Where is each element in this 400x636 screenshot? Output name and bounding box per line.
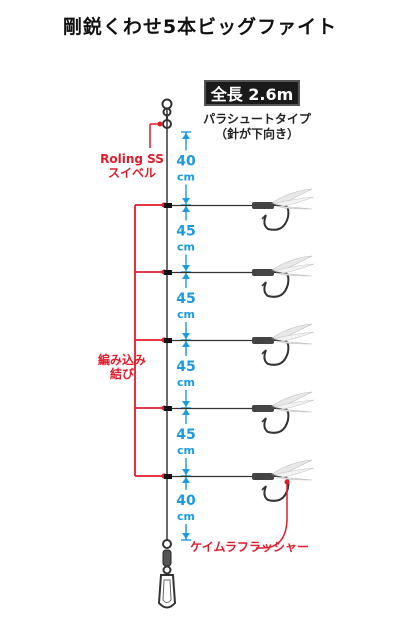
dimension-label-bg — [174, 424, 198, 458]
branch-hook-3 — [164, 323, 315, 366]
knot-label-line-1: 編み込み — [97, 353, 146, 367]
parachute-type-line-2: （針が下向き） — [214, 127, 299, 141]
segment-unit: cm — [177, 171, 195, 184]
flasher — [271, 459, 315, 481]
hook-shank-wrap — [252, 405, 274, 412]
dimension-arrow-down — [182, 401, 190, 407]
dimension-arrow-up — [182, 206, 190, 212]
segment-value: 45 — [176, 291, 195, 307]
segment-unit: cm — [177, 308, 195, 321]
segment-unit: cm — [177, 510, 195, 523]
page-title: 剛鋭くわせ5本ビッグファイト — [62, 16, 338, 38]
dimension-arrow-down — [182, 198, 190, 204]
knot — [164, 474, 172, 479]
dimension-arrow-up — [182, 273, 190, 279]
dimension-arrow-up — [182, 477, 190, 483]
flasher — [271, 188, 315, 210]
dimension-label-bg — [174, 220, 198, 255]
knot — [164, 406, 172, 411]
dimension-arrow-down — [182, 333, 190, 339]
segment-unit: cm — [177, 241, 195, 254]
bottom-swivel-snap — [157, 539, 177, 609]
dimension-arrow-up — [182, 409, 190, 415]
flasher-label: ケイムラフラッシャー — [190, 540, 309, 554]
branch-hook-2 — [164, 255, 315, 298]
hook-shank-wrap — [252, 337, 274, 344]
dimension-label-bg — [174, 288, 198, 322]
flasher — [271, 323, 315, 345]
segment-value: 40 — [176, 493, 196, 509]
branch-group — [164, 188, 315, 502]
dimension-arrow-down — [182, 533, 190, 539]
knot-bracket — [134, 202, 167, 479]
flasher-pointer — [256, 479, 290, 549]
segment-value: 45 — [176, 224, 195, 240]
branch-hook-5 — [164, 459, 315, 502]
flasher — [271, 391, 315, 413]
hook-shank-wrap — [252, 473, 274, 480]
dimension-label-bg — [174, 490, 198, 524]
knot — [164, 203, 172, 208]
swivel-label-line-2: スイベル — [107, 166, 156, 180]
knot — [164, 270, 172, 275]
swivel-label-line-1: Roling SS — [100, 152, 164, 166]
dimension-arrow-down — [182, 265, 190, 271]
flasher — [271, 255, 315, 277]
segment-value: 45 — [176, 427, 195, 443]
dimension-arrow-up — [182, 341, 190, 347]
dimension-arrow-up — [182, 133, 190, 139]
segment-unit: cm — [177, 376, 195, 389]
segment-value: 45 — [176, 359, 195, 375]
knot — [164, 338, 172, 343]
knot-label: 編み込み 結び — [92, 353, 152, 381]
hook-shank-wrap — [252, 202, 274, 209]
swivel-pointer — [149, 121, 163, 148]
parachute-type-line-1: パラシュートタイプ — [203, 112, 311, 126]
dimension-label-bg — [174, 150, 198, 185]
total-length-badge: 全長 2.6m — [204, 80, 300, 106]
segment-unit: cm — [177, 444, 195, 457]
hook-shank-wrap — [252, 269, 274, 276]
branch-hook-4 — [164, 391, 315, 434]
branch-hook-1 — [164, 188, 315, 231]
knot-label-line-2: 結び — [109, 367, 134, 381]
swivel-label: Roling SS スイベル — [92, 152, 172, 180]
top-swivel — [161, 98, 173, 129]
dimension-arrow-down — [182, 469, 190, 475]
parachute-type-label: パラシュートタイプ （針が下向き） — [192, 112, 322, 142]
segment-value: 40 — [176, 154, 196, 170]
dimension-label-bg — [174, 356, 198, 390]
